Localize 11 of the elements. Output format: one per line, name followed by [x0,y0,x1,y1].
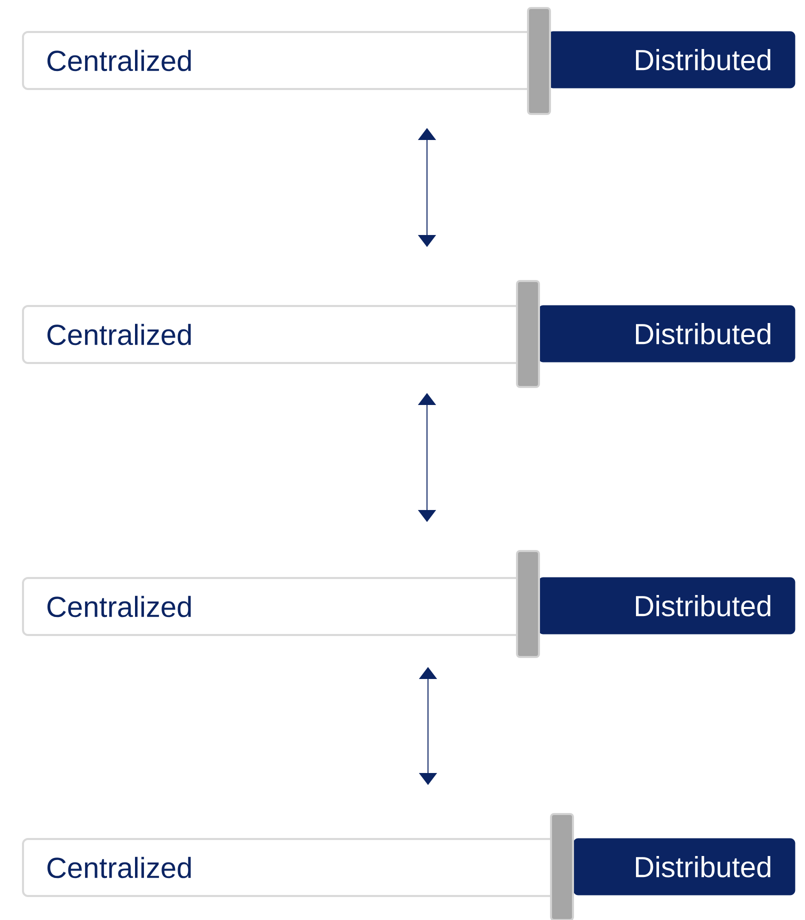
double-arrow [418,128,436,247]
selected-option-box: Distributed [573,838,796,896]
selected-option-box: Distributed [548,31,796,88]
selected-option-box: Distributed [538,577,796,634]
option-box: Centralized [22,838,562,897]
double-arrow [418,393,436,522]
option-box: Centralized [22,31,542,90]
selected-option-box: Distributed [538,305,796,362]
double-arrow [418,667,438,785]
option-box: Centralized [22,577,522,636]
option-box: Centralized [22,305,522,364]
